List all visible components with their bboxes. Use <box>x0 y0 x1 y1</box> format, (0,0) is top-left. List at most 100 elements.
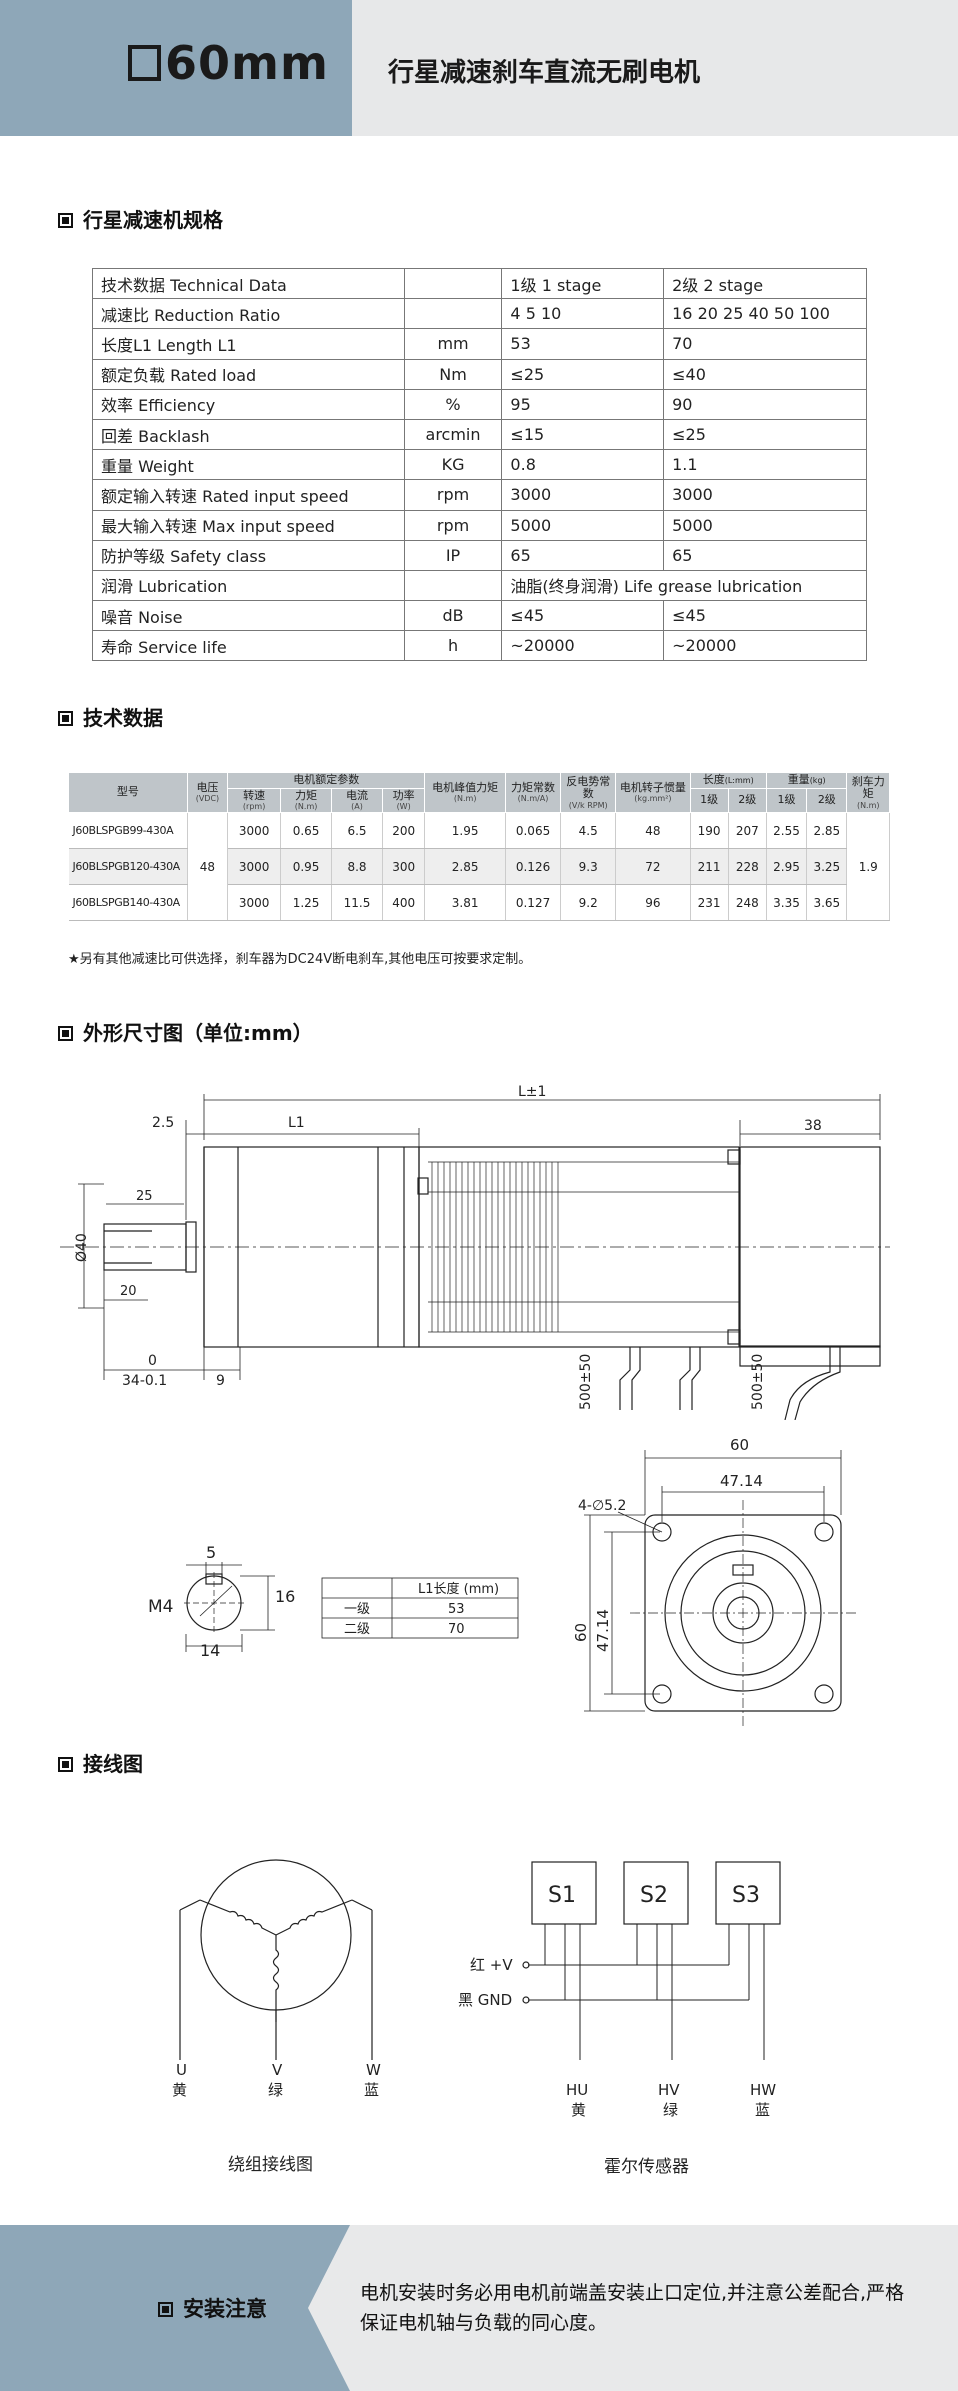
side-view-drawing: L±1 L1 2.5 38 25 20 Ø40 0 34-0.1 9 500±5… <box>60 1084 890 1420</box>
spec-stage2-value: 3000 <box>663 479 867 511</box>
sensor-s1 <box>531 1861 597 1925</box>
sensor-s1-label: S1 <box>548 1883 576 1908</box>
th-rated-group: 电机额定参数 <box>227 772 426 789</box>
spec-unit: Nm <box>403 358 503 390</box>
page-header: 60mm 行星减速刹车直流无刷电机 <box>0 0 958 136</box>
tech-note: ★另有其他减速比可供选择，刹车器为DC24V断电刹车,其他电压可按要求定制。 <box>68 952 532 967</box>
spec-label: 噪音 Noise <box>92 600 405 632</box>
spec-stage2-value: 16 20 25 40 50 100 <box>663 298 867 330</box>
th-inertia: 电机转子惯量(kg.mm²) <box>615 771 691 814</box>
flange-dim-47: 47.14 <box>720 1472 763 1490</box>
spec-stage1-value: 65 <box>501 539 665 571</box>
hall-hv: HV <box>658 2081 680 2099</box>
spec-label: 长度L1 Length L1 <box>92 328 405 360</box>
tech-model: J60BLSPGB99-430A <box>68 812 188 850</box>
dim-20: 20 <box>120 1284 137 1299</box>
tech-w2: 2.85 <box>806 812 848 850</box>
tech-kt: 0.127 <box>505 884 562 922</box>
spec-stage2-value: ≤40 <box>663 358 867 390</box>
l1-stage1-label: 一级 <box>344 1602 370 1617</box>
spec-label: 重量 Weight <box>92 449 405 481</box>
tech-ke: 9.3 <box>560 848 617 886</box>
l1-stage1-value: 53 <box>448 1602 465 1617</box>
spec-unit: h <box>403 630 503 662</box>
spec-label: 最大输入转速 Max input speed <box>92 509 405 541</box>
section-bullet-icon <box>158 2302 173 2317</box>
page-title: 行星减速刹车直流无刷电机 <box>388 58 701 88</box>
spec-stage1-value: 4 5 10 <box>501 298 665 330</box>
th-current: 电流(A) <box>331 787 383 814</box>
winding-coil-w <box>275 1899 353 1936</box>
spec-stage1-value: 95 <box>501 388 665 420</box>
spec-label: 技术数据 Technical Data <box>92 267 405 300</box>
tech-model: J60BLSPGB120-430A <box>68 848 188 886</box>
spec-unit: % <box>403 388 503 420</box>
spec-stage2-value: 65 <box>663 539 867 571</box>
model-size: 60mm <box>128 36 329 90</box>
spec-label: 润滑 Lubrication <box>92 569 405 602</box>
spec-stage1-value: ≤15 <box>501 418 665 451</box>
th-model: 型号 <box>68 771 188 814</box>
spec-stage2-value: ≤45 <box>663 600 867 632</box>
tech-inertia: 48 <box>615 812 691 850</box>
spec-stage2-value: 1.1 <box>663 449 867 481</box>
key-dim-5: 5 <box>206 1543 216 1562</box>
tech-speed: 3000 <box>227 848 282 886</box>
install-notice-text: 电机安装时务必用电机前端盖安装止口定位,并注意公差配合,严格保证电机轴与负载的同… <box>360 2282 905 2334</box>
sensor-s2-label: S2 <box>640 1883 668 1908</box>
tech-w1: 2.55 <box>766 812 808 850</box>
section-title-tech-data: 技术数据 <box>58 702 163 731</box>
tech-power: 300 <box>382 848 426 886</box>
tech-w1: 3.35 <box>766 884 808 922</box>
terminal-vcc <box>522 1961 530 1969</box>
install-notice-title: 安装注意 <box>158 2293 267 2323</box>
spec-label: 额定负载 Rated load <box>92 358 405 390</box>
section-bullet-icon <box>58 1757 73 1772</box>
spec-unit <box>403 298 503 330</box>
th-length-stage2: 2级 <box>727 787 767 814</box>
dim-total-length: L±1 <box>518 1084 546 1100</box>
key-dim-16: 16 <box>275 1587 295 1606</box>
power-ground-label: 黑 GND <box>458 1991 512 2009</box>
tech-torque: 0.95 <box>280 848 333 886</box>
l1-stage2-value: 70 <box>448 1622 465 1637</box>
dim-9: 9 <box>216 1373 225 1389</box>
tech-l2: 207 <box>728 812 767 850</box>
tolerance-bottom: 34-0.1 <box>122 1373 167 1389</box>
key-dim-14: 14 <box>200 1641 220 1660</box>
dim-l1: L1 <box>288 1115 305 1131</box>
section-bullet-icon <box>58 1026 73 1041</box>
spec-stage1-value: 0.8 <box>501 449 665 481</box>
th-length-stage1: 1级 <box>689 787 729 814</box>
spec-stage1-value: 1级 1 stage <box>501 267 665 300</box>
section-title-dimensions: 外形尺寸图（单位:mm） <box>58 1017 313 1046</box>
th-speed: 转速(rpm) <box>227 787 282 814</box>
spec-stage1-value: 53 <box>501 328 665 360</box>
spec-unit: rpm <box>403 479 503 511</box>
th-peak-torque: 电机峰值力矩(N.m) <box>424 771 506 814</box>
tech-power: 200 <box>382 812 426 850</box>
spec-unit <box>403 569 503 602</box>
flange-dim-60-v: 60 <box>572 1623 590 1642</box>
tech-speed: 3000 <box>227 884 282 922</box>
spec-stage1-value: ~20000 <box>501 630 665 662</box>
tech-current: 8.8 <box>331 848 383 886</box>
tech-data-table: 型号 电压(VDC) 电机额定参数 电机峰值力矩(N.m) 力矩常数(N.m/A… <box>68 771 890 922</box>
spec-label: 效率 Efficiency <box>92 388 405 420</box>
key-thread-m4: M4 <box>148 1597 173 1617</box>
section-bullet-icon <box>58 213 73 228</box>
tolerance-top: 0 <box>148 1353 157 1369</box>
shaft-collar <box>185 1221 197 1273</box>
section-title-wiring: 接线图 <box>58 1748 143 1777</box>
spec-stage2-value: 70 <box>663 328 867 360</box>
tech-current: 6.5 <box>331 812 383 850</box>
header-accent <box>0 0 352 136</box>
section-title-gear-spec: 行星减速机规格 <box>58 204 223 233</box>
